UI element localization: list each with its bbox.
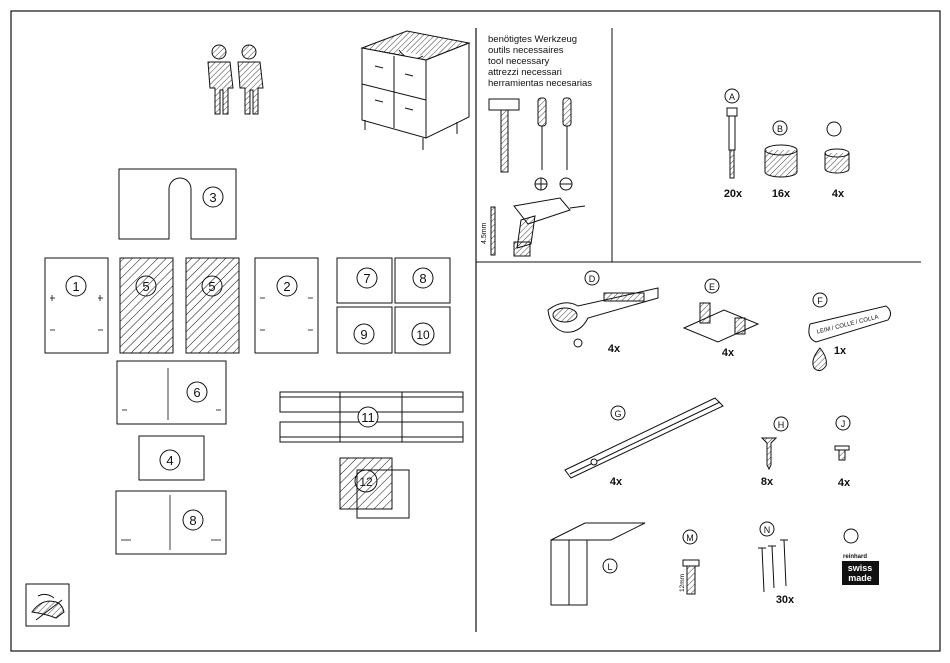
hardware-label: N — [764, 525, 771, 535]
panel-8-left: 7 — [337, 258, 392, 303]
hardware-H: H 8x — [761, 417, 788, 488]
panel-label: 11 — [361, 410, 375, 425]
panel-label: 2 — [283, 279, 290, 294]
hardware-qty: 30x — [776, 594, 795, 606]
panel-label: 4 — [166, 453, 173, 468]
tools-line-it: attrezzi necessari — [488, 67, 562, 78]
swiss-made-badge: reinhard swiss made — [842, 529, 879, 585]
panel-12: 12 — [340, 458, 409, 518]
phillips-screwdriver-icon — [538, 98, 546, 170]
badge-line2: made — [848, 573, 872, 583]
flat-screwdriver-icon — [563, 98, 571, 170]
hardware-D: D 4x — [548, 271, 658, 355]
flat-symbol-icon — [560, 178, 572, 190]
panel-8-right: 8 — [395, 258, 450, 303]
hardware-qty: 4x — [610, 476, 623, 488]
hardware-A: A 20x — [724, 89, 743, 200]
panel-label: 9 — [360, 327, 367, 342]
panel-1: 1 — [45, 258, 108, 353]
bolt-size: 12mm — [679, 574, 686, 592]
drill-bit-icon — [491, 207, 495, 255]
badge-brand: reinhard — [843, 554, 867, 560]
panel-label: 8 — [189, 513, 196, 528]
panel-2: 2 — [255, 258, 318, 353]
hardware-J: J 4x — [835, 416, 851, 489]
hardware-qty: 20x — [724, 188, 743, 200]
hinge-icon — [548, 288, 658, 347]
panel-label: 1 — [72, 279, 79, 294]
hardware-qty: 4x — [832, 188, 845, 200]
hardware-label: L — [607, 562, 612, 572]
hardware-label: D — [589, 274, 596, 284]
panel-label: 12 — [359, 475, 373, 489]
hardware-label: H — [778, 420, 785, 430]
nail-icon — [758, 540, 788, 592]
hardware-qty: 16x — [772, 188, 791, 200]
panel-label: 8 — [419, 271, 426, 286]
badge-line1: swiss — [848, 563, 873, 573]
glue-tube-icon — [809, 306, 891, 371]
hardware-F: F LEIM / COLLE / COLLA 1x — [809, 293, 891, 371]
panel-11: 11 — [280, 392, 463, 442]
panel-label: 7 — [363, 271, 370, 286]
screw-icon — [762, 438, 776, 469]
panel-10: 10 — [395, 307, 450, 353]
hardware-M: M 12mm — [679, 530, 699, 594]
hardware-N: N 30x — [758, 522, 795, 606]
two-person-icon — [208, 45, 263, 114]
tools-line-en: tool necessary — [488, 56, 550, 67]
mounting-plate-icon — [684, 303, 758, 342]
panel-label: 5 — [208, 279, 215, 294]
power-drill-icon — [514, 198, 585, 256]
panel-9: 9 — [337, 307, 392, 353]
panel-5-right: 5 — [186, 258, 239, 353]
hardware-label: M — [686, 533, 694, 543]
tools-line-fr: outils necessaires — [488, 45, 564, 56]
panel-label: 10 — [416, 328, 430, 342]
panel-7: 4 — [139, 436, 204, 480]
panel-4: 8 — [116, 491, 226, 554]
hammer-icon — [489, 99, 519, 172]
hardware-L: L — [551, 523, 645, 605]
hardware-label: A — [729, 92, 735, 102]
hardware-B: B 16x — [765, 121, 797, 200]
hardware-label: B — [777, 124, 783, 134]
hardware-label: E — [709, 282, 715, 292]
tools-box: benötigtes Werkzeug outils necessaires t… — [476, 28, 612, 262]
panel-label: 5 — [142, 279, 149, 294]
hardware-qty: 4x — [608, 343, 621, 355]
support-bracket-icon — [551, 523, 645, 605]
hardware-label: G — [614, 409, 621, 419]
hardware-cam-small: 4x — [825, 122, 849, 200]
hardware-label: J — [841, 419, 846, 429]
panel-3: 3 — [119, 169, 236, 239]
hardware-E: E 4x — [684, 279, 758, 359]
panel-6: 6 — [117, 361, 226, 424]
drill-bit-size: 4.5mm — [481, 222, 488, 244]
phillips-symbol-icon — [535, 178, 547, 190]
hardware-qty: 4x — [722, 347, 735, 359]
cabinet-illustration — [362, 31, 469, 150]
tools-line-es: herramientas necesarias — [488, 78, 592, 89]
drawer-rail-icon — [565, 398, 723, 478]
tools-line-de: benötigtes Werkzeug — [488, 34, 577, 45]
panel-label: 6 — [193, 385, 200, 400]
panel-label: 3 — [209, 190, 216, 205]
hardware-qty: 4x — [838, 477, 851, 489]
care-instruction-icon — [26, 584, 69, 626]
panel-5-left: 5 — [120, 258, 173, 353]
short-screw-icon — [835, 446, 849, 460]
hardware-qty: 1x — [834, 345, 847, 357]
hardware-qty: 8x — [761, 476, 774, 488]
hardware-G: G 4x — [565, 398, 723, 488]
hardware-label: F — [817, 296, 823, 306]
